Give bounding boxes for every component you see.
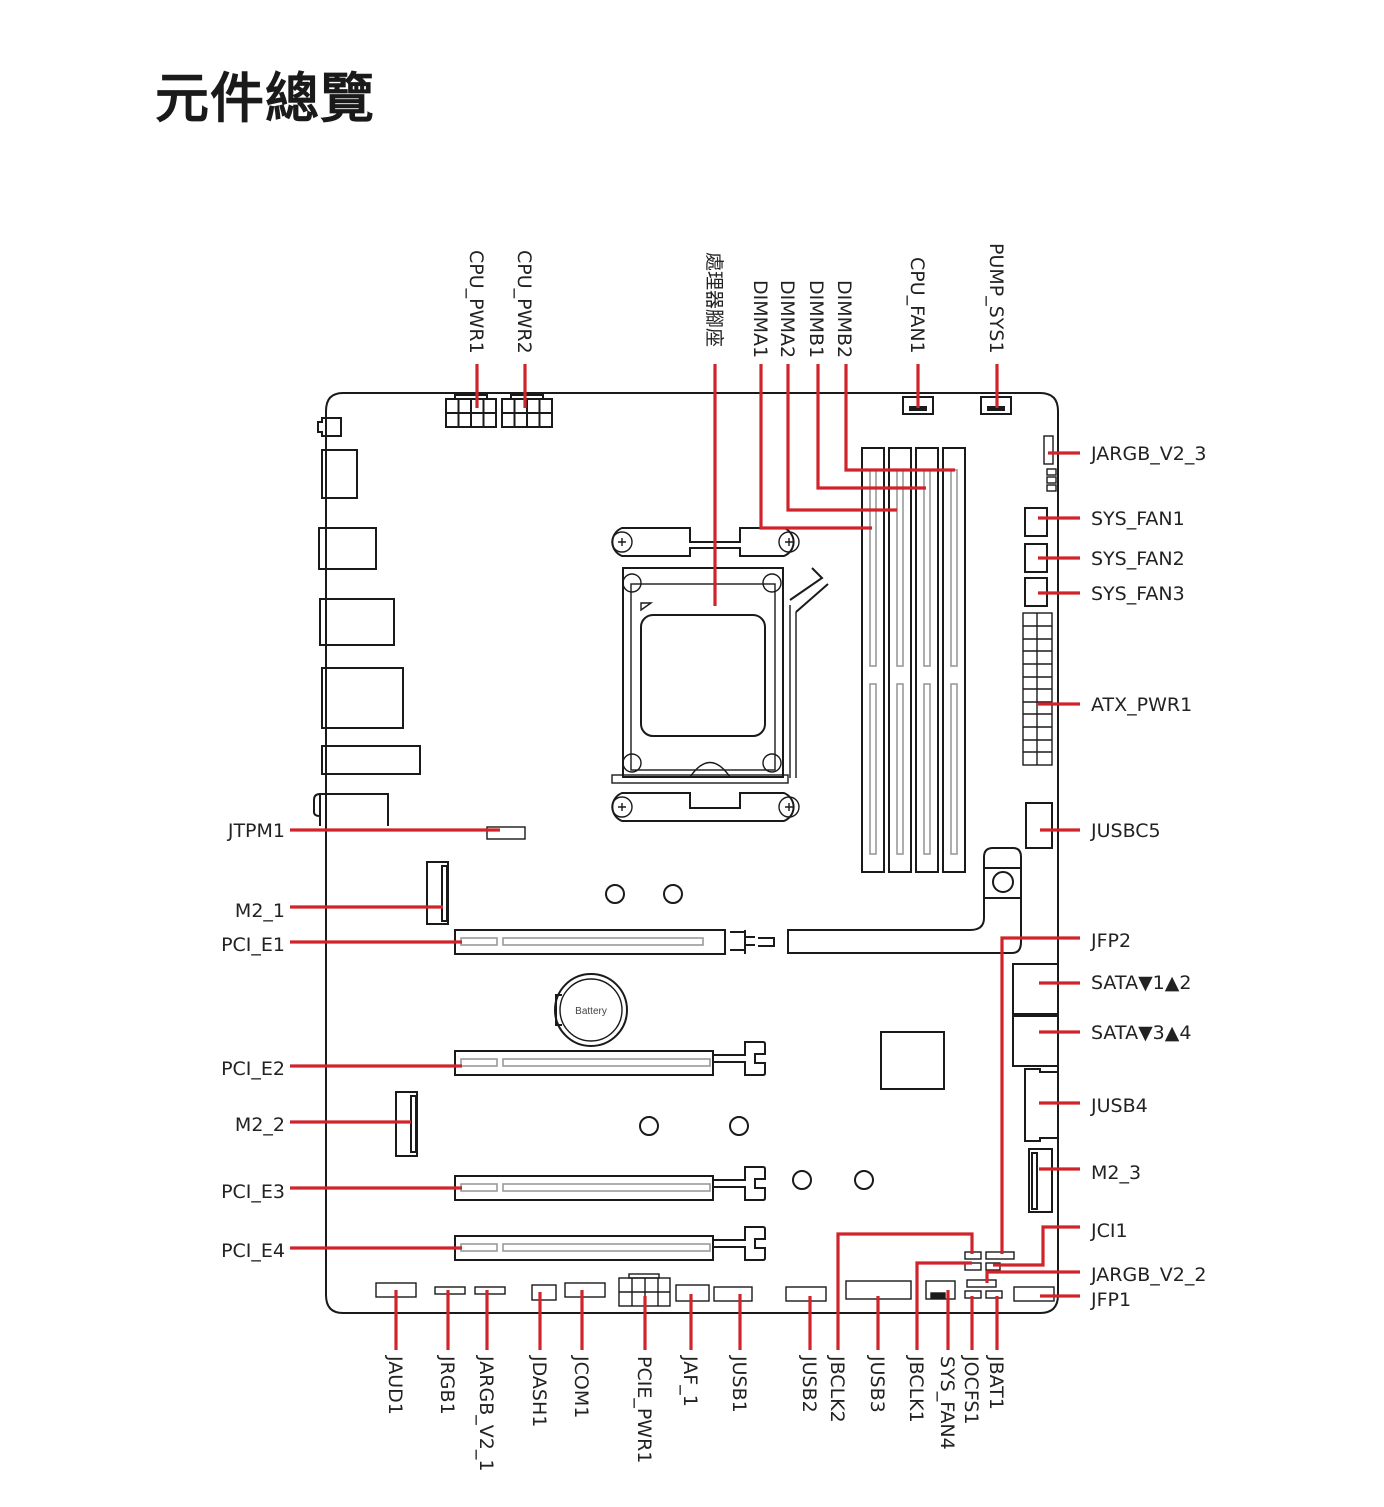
label-jusb3: JUSB3 <box>866 1355 888 1413</box>
label-atx-pwr1: ATX_PWR1 <box>1091 694 1192 716</box>
label-pci-e1: PCI_E1 <box>221 934 285 956</box>
label-pci-e4: PCI_E4 <box>221 1240 285 1262</box>
label-sys-fan2: SYS_FAN2 <box>1091 548 1185 570</box>
jargb-v2-3-header <box>1043 435 1057 492</box>
label-jaud1: JAUD1 <box>384 1355 406 1415</box>
label-jbat1: JBAT1 <box>985 1355 1007 1410</box>
label-jargb-v2-3: JARGB_V2_3 <box>1090 443 1206 465</box>
label-jfp1: JFP1 <box>1090 1289 1131 1311</box>
label-cpu-pwr2: CPU_PWR2 <box>513 250 535 354</box>
label-sys-fan3: SYS_FAN3 <box>1091 583 1185 605</box>
sata-3-4-connector <box>1012 1015 1059 1067</box>
label-jusb4: JUSB4 <box>1090 1095 1148 1117</box>
label-m2-1: M2_1 <box>235 900 285 922</box>
label-m2-3: M2_3 <box>1091 1162 1141 1184</box>
cpu-pwr2-connector <box>501 394 553 428</box>
label-pci-e3: PCI_E3 <box>221 1181 285 1203</box>
sata-1-2-connector <box>1012 963 1059 1015</box>
atx-pwr1-connector <box>1022 612 1053 766</box>
page-title: 元件總覽 <box>155 67 375 130</box>
label-jocfs1: JOCFS1 <box>960 1355 982 1425</box>
m2-2-slot <box>395 1091 418 1157</box>
jusb4-connector <box>1024 1068 1058 1142</box>
pci-e2-slot <box>454 1041 766 1076</box>
label-pump-sys1: PUMP_SYS1 <box>985 243 1007 354</box>
label-dimma2: DIMMA2 <box>776 280 798 358</box>
label-pcie-pwr1: PCIE_PWR1 <box>633 1356 655 1463</box>
label-dimmb2: DIMMB2 <box>833 280 855 358</box>
pci-e3-slot <box>454 1166 766 1201</box>
label-jbclk2: JBCLK2 <box>826 1355 848 1423</box>
mounting-holes <box>605 884 874 1190</box>
label-cpu-pwr1: CPU_PWR1 <box>465 250 487 354</box>
chipset <box>880 1031 945 1090</box>
label-sata-3-4: SATA▼3▲4 <box>1091 1022 1191 1044</box>
board-outline <box>325 392 1059 1314</box>
label-jaf-1: JAF_1 <box>679 1355 701 1407</box>
leader-lines <box>290 364 1080 1350</box>
label-jtpm1: JTPM1 <box>227 820 285 842</box>
label-jargb-v2-1: JARGB_V2_1 <box>475 1355 497 1471</box>
label-jfp2: JFP2 <box>1090 930 1131 952</box>
label-jcom1: JCOM1 <box>570 1355 592 1418</box>
label-sata-1-2: SATA▼1▲2 <box>1091 972 1191 994</box>
cpu-socket <box>611 527 829 822</box>
label-jdash1: JDASH1 <box>528 1355 550 1427</box>
battery-label: Battery <box>575 1006 607 1017</box>
label-dimmb1: DIMMB1 <box>805 280 827 358</box>
label-sys-fan4: SYS_FAN4 <box>936 1356 958 1450</box>
label-jusb1: JUSB1 <box>728 1355 750 1413</box>
label-sys-fan1: SYS_FAN1 <box>1091 508 1185 530</box>
label-dimma1: DIMMA1 <box>749 280 771 358</box>
rear-io-panel <box>313 417 421 826</box>
jusbc5-connector <box>1025 802 1053 849</box>
pci-e1-slot <box>454 929 775 955</box>
cmos-battery: Battery <box>554 973 628 1047</box>
label-jargb-v2-2: JARGB_V2_2 <box>1090 1264 1206 1286</box>
label-cpu-socket: 處理器腳座 <box>703 252 725 347</box>
bottom-headers <box>375 1251 1055 1307</box>
m2-3-slot <box>1028 1148 1053 1213</box>
m2-1-slot <box>426 861 449 925</box>
label-jrgb1: JRGB1 <box>436 1355 458 1415</box>
label-jusb2: JUSB2 <box>798 1355 820 1413</box>
label-jbclk1: JBCLK1 <box>905 1355 927 1423</box>
label-jci1: JCI1 <box>1090 1220 1128 1242</box>
jtpm1-header <box>486 826 526 840</box>
label-cpu-fan1: CPU_FAN1 <box>906 257 928 354</box>
label-pci-e2: PCI_E2 <box>221 1058 285 1080</box>
pci-e4-slot <box>454 1226 766 1261</box>
cpu-pwr1-connector <box>445 394 497 428</box>
label-m2-2: M2_2 <box>235 1114 285 1136</box>
heatsink-outline <box>787 847 1022 954</box>
label-jusbc5: JUSBC5 <box>1090 820 1161 842</box>
